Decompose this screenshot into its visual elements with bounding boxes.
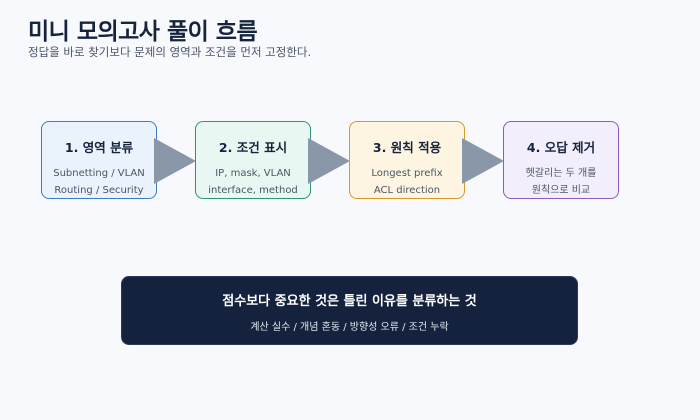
step-box-3: 3. 원칙 적용 Longest prefix ACL direction bbox=[349, 121, 465, 199]
arrow-icon bbox=[308, 138, 350, 184]
step-box-2: 2. 조건 표시 IP, mask, VLAN interface, metho… bbox=[195, 121, 311, 199]
step-line: Subnetting / VLAN bbox=[53, 168, 145, 179]
step-label: 1. 영역 분류 bbox=[64, 140, 134, 155]
step-label: 2. 조건 표시 bbox=[218, 140, 288, 155]
banner-detail: 계산 실수 / 개념 혼동 / 방향성 오류 / 조건 누락 bbox=[250, 322, 449, 333]
step-line: Routing / Security bbox=[54, 185, 144, 196]
step-description: IP, mask, VLAN interface, method bbox=[196, 165, 310, 199]
arrow-icon bbox=[462, 138, 504, 184]
step-line: ACL direction bbox=[373, 185, 441, 196]
step-description: Longest prefix ACL direction bbox=[350, 165, 464, 199]
step-label: 3. 원칙 적용 bbox=[372, 140, 442, 155]
step-line: Longest prefix bbox=[371, 168, 443, 179]
arrow-shape bbox=[462, 138, 504, 184]
arrow-shape bbox=[308, 138, 350, 184]
step-box-4: 4. 오답 제거 헷갈리는 두 개를 원칙으로 비교 bbox=[503, 121, 619, 199]
banner-headline: 점수보다 중요한 것은 틀린 이유를 분류하는 것 bbox=[222, 294, 477, 309]
page-title: 미니 모의고사 풀이 흐름 bbox=[28, 19, 258, 45]
step-description: Subnetting / VLAN Routing / Security bbox=[42, 165, 156, 199]
arrow-shape bbox=[154, 138, 196, 184]
step-line: IP, mask, VLAN bbox=[215, 168, 291, 179]
step-line: interface, method bbox=[208, 185, 298, 196]
step-line: 헷갈리는 두 개를 bbox=[525, 168, 597, 179]
step-box-1: 1. 영역 분류 Subnetting / VLAN Routing / Sec… bbox=[41, 121, 157, 199]
summary-banner: 점수보다 중요한 것은 틀린 이유를 분류하는 것 계산 실수 / 개념 혼동 … bbox=[121, 276, 578, 345]
page-subtitle: 정답을 바로 찾기보다 문제의 영역과 조건을 먼저 고정한다. bbox=[28, 45, 312, 59]
step-label: 4. 오답 제거 bbox=[526, 140, 596, 155]
arrow-icon bbox=[154, 138, 196, 184]
step-line: 원칙으로 비교 bbox=[531, 185, 591, 196]
step-description: 헷갈리는 두 개를 원칙으로 비교 bbox=[504, 165, 618, 199]
